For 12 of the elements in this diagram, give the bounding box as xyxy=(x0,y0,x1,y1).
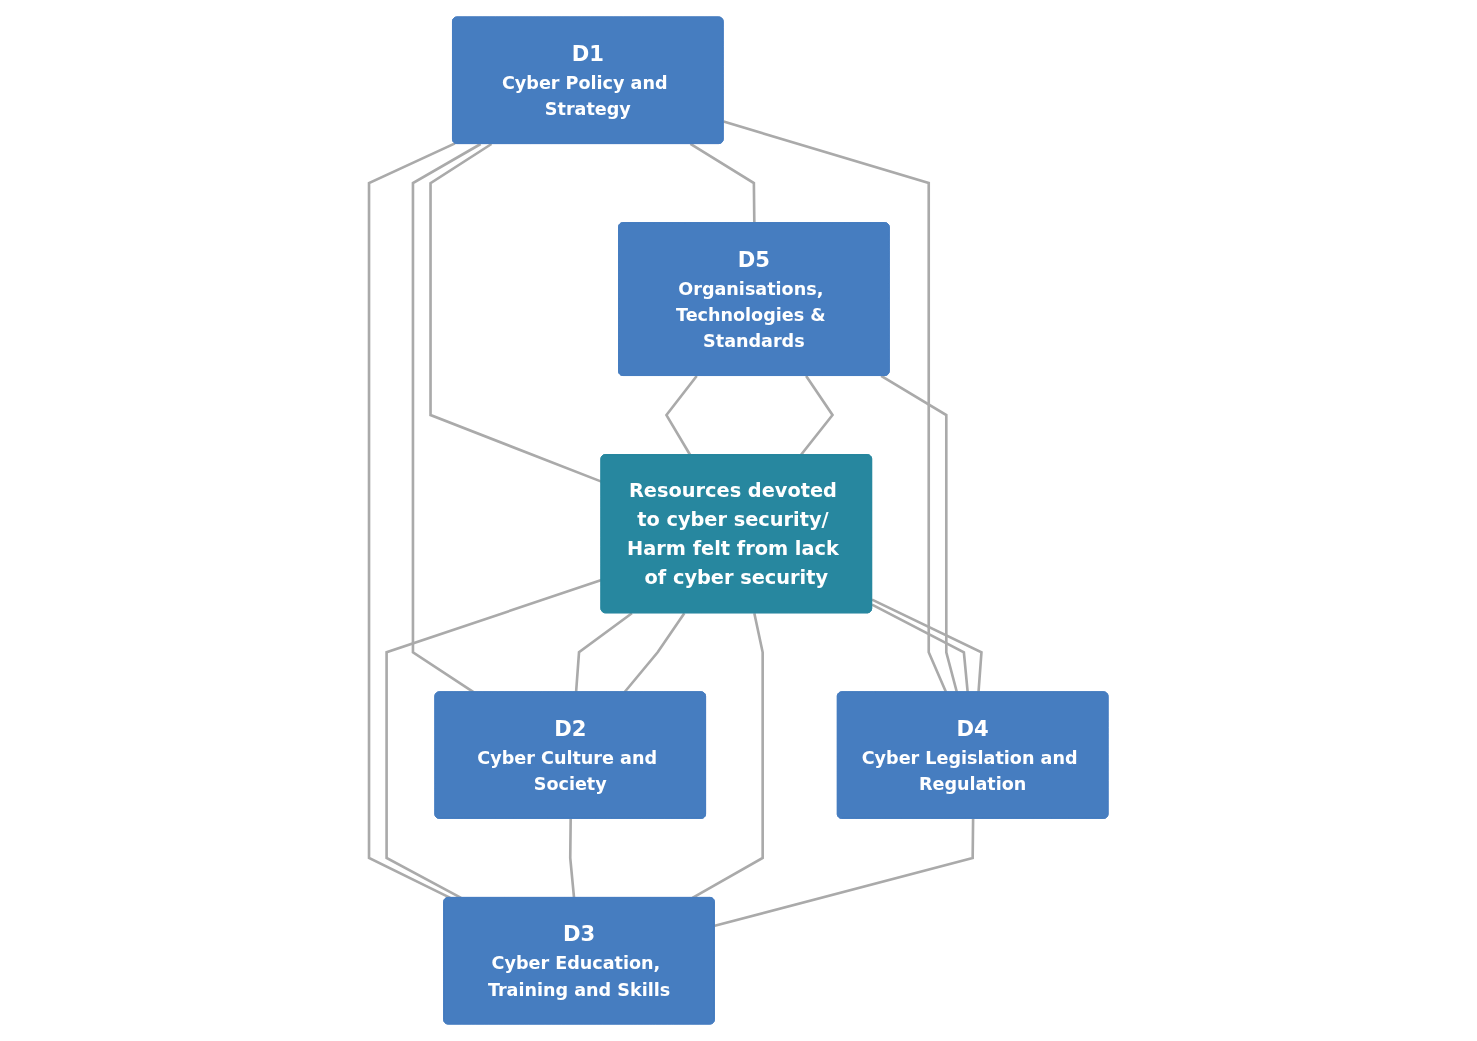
connector xyxy=(664,375,698,456)
connector xyxy=(714,818,975,928)
connector xyxy=(871,603,969,693)
connector xyxy=(689,142,756,224)
connector xyxy=(880,374,959,693)
connector xyxy=(568,818,576,898)
connector xyxy=(723,120,948,693)
connector xyxy=(429,142,602,483)
connector xyxy=(367,142,456,900)
connector xyxy=(871,598,983,693)
connector xyxy=(574,612,633,693)
connector xyxy=(799,375,835,456)
